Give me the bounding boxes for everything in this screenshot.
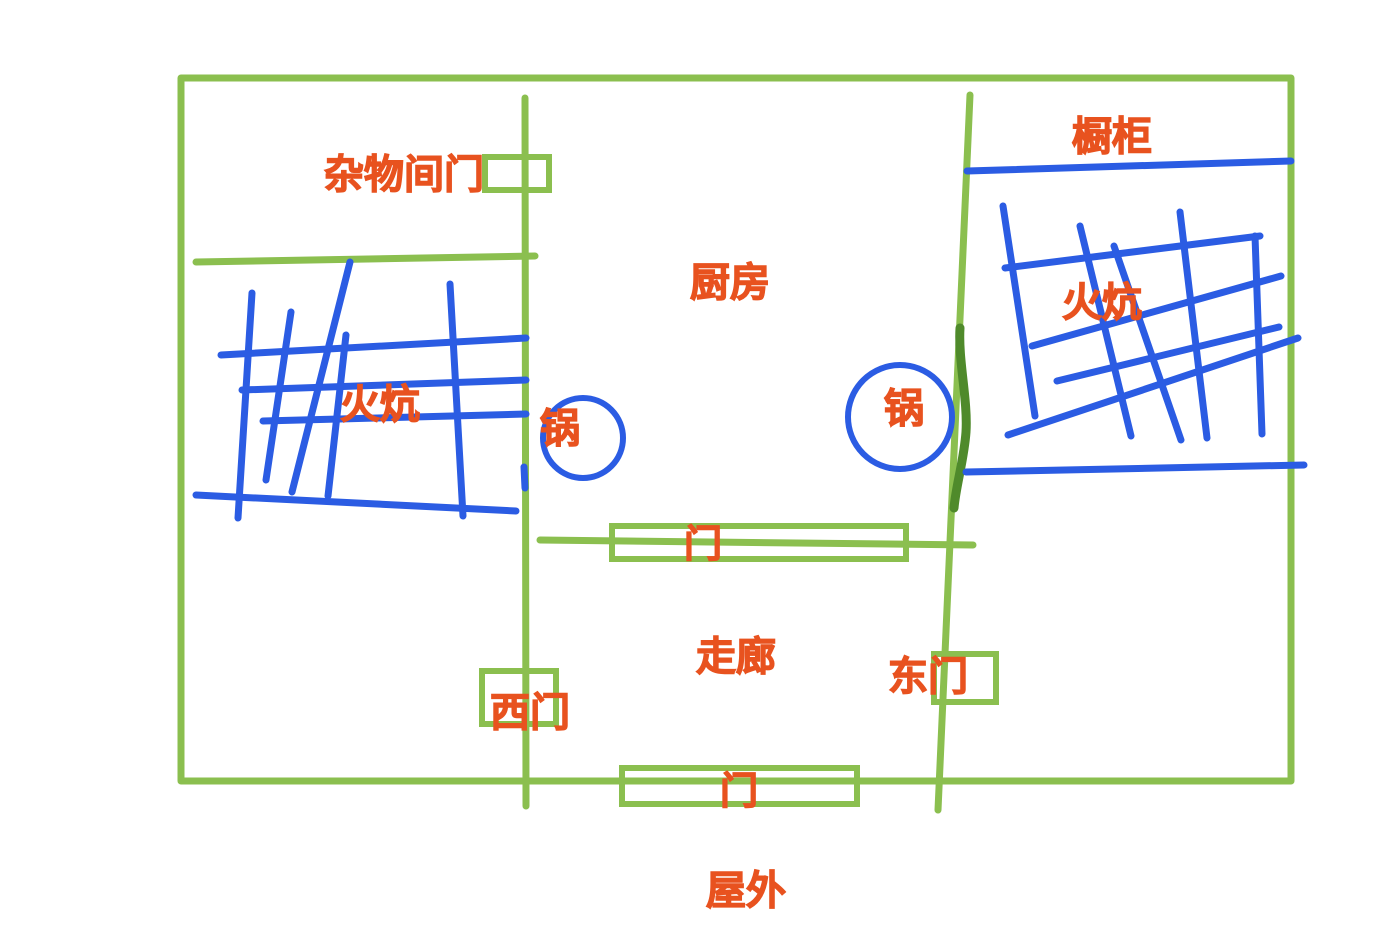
kitchen-door bbox=[609, 523, 909, 562]
right-pot-circle bbox=[845, 362, 955, 472]
right-partition-wall bbox=[934, 91, 974, 814]
kitchen-label: 厨房 bbox=[690, 260, 770, 306]
east-door bbox=[931, 651, 999, 705]
right-pot-label: 锅 bbox=[884, 386, 924, 432]
east-door-label: 东门 bbox=[888, 654, 968, 700]
front-door-label: 门 bbox=[720, 769, 758, 813]
left-partition-dash bbox=[520, 463, 529, 492]
kitchen-door-label: 门 bbox=[684, 522, 722, 566]
storage-room-divider bbox=[192, 252, 539, 266]
cabinet-label: 橱柜 bbox=[1072, 114, 1152, 160]
storage-room-door bbox=[482, 154, 552, 193]
left-kang-grid bbox=[192, 258, 530, 522]
cabinet-line bbox=[963, 157, 1295, 175]
right-kang-label: 火炕 bbox=[1062, 280, 1142, 326]
outside-label: 屋外 bbox=[706, 868, 786, 914]
west-door bbox=[479, 668, 559, 727]
front-door bbox=[619, 765, 860, 807]
right-kang-grid bbox=[962, 202, 1308, 476]
left-kang-label: 火炕 bbox=[340, 382, 420, 428]
corridor-label: 走廊 bbox=[696, 634, 776, 680]
outer-wall bbox=[177, 74, 1295, 785]
west-door-label: 西门 bbox=[490, 690, 570, 736]
left-partition-wall bbox=[521, 94, 530, 810]
storage-door-label: 杂物间门 bbox=[324, 152, 484, 198]
left-pot-label: 锅 bbox=[540, 406, 580, 452]
right-wall-curtain bbox=[949, 323, 971, 513]
left-pot-circle bbox=[540, 395, 626, 481]
